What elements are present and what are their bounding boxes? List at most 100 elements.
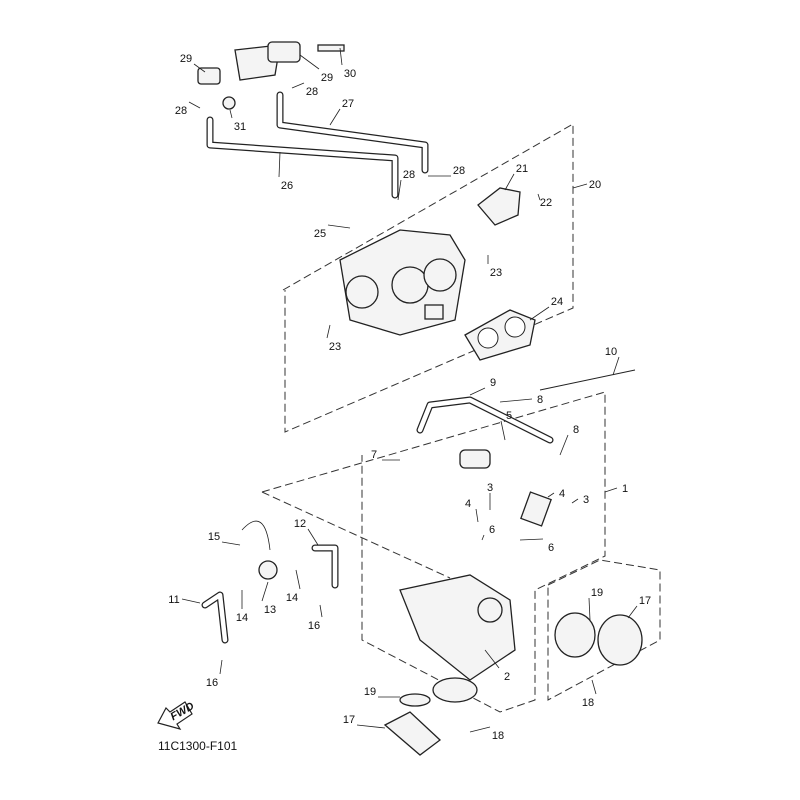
leader-line: [261, 581, 269, 602]
callout-number: 5: [506, 410, 512, 422]
callout-number: 21: [516, 163, 528, 175]
callout-number: 13: [264, 604, 276, 616]
callout-6a: 6: [481, 524, 495, 541]
callout-number: 16: [308, 620, 320, 632]
callout-number: 26: [281, 180, 293, 192]
callout-29b: 29: [299, 54, 333, 84]
group-1-leader: [261, 491, 451, 579]
clamp-19-lower: [399, 693, 431, 707]
callout-19a: 19: [588, 587, 603, 621]
leader-line: [484, 649, 500, 669]
callout-number: 1: [622, 483, 628, 495]
callout-number: 4: [559, 488, 565, 500]
callout-number: 8: [537, 394, 543, 406]
callout-30: 30: [339, 47, 356, 80]
group-20-outline: [282, 123, 574, 433]
leader-line: [278, 151, 281, 178]
callout-1: 1: [604, 483, 628, 495]
leader-line: [591, 679, 597, 695]
callout-number: 17: [639, 595, 651, 607]
callout-13: 13: [261, 581, 276, 616]
callout-number: 14: [236, 612, 248, 624]
leader-line: [295, 569, 301, 590]
callout-28c: 28: [397, 169, 415, 201]
leader-line: [537, 193, 541, 201]
callout-17b: 17: [343, 714, 386, 729]
callout-23a: 23: [487, 255, 502, 279]
callout-20: 20: [572, 179, 601, 191]
callout-8a: 8: [499, 394, 543, 406]
callout-16a: 16: [308, 604, 323, 632]
callout-number: 2: [504, 671, 510, 683]
hose-27: [276, 91, 429, 174]
throttle-body: [339, 229, 466, 336]
callout-31: 31: [229, 109, 246, 133]
callout-6b: 6: [519, 538, 554, 554]
leader-line: [588, 597, 591, 621]
leader-line: [469, 387, 486, 396]
joint-17-lower: [383, 711, 442, 756]
callout-number: 17: [343, 714, 355, 726]
leader-line: [181, 598, 201, 604]
callout-number: 31: [234, 121, 246, 133]
leader-line: [627, 605, 638, 619]
callout-28b: 28: [175, 101, 201, 117]
callout-number: 16: [206, 677, 218, 689]
callout-8b: 8: [559, 424, 579, 456]
callout-24: 24: [529, 296, 563, 321]
leader-line: [559, 434, 569, 456]
callout-number: 6: [548, 542, 554, 554]
hose-12: [311, 544, 339, 589]
callout-22: 22: [537, 193, 552, 209]
callout-27: 27: [329, 98, 354, 126]
callout-16b: 16: [206, 659, 223, 689]
callout-number: 19: [364, 686, 376, 698]
callout-number: 22: [540, 197, 552, 209]
leader-line: [329, 108, 341, 126]
callout-10: 10: [605, 346, 620, 376]
hose-26: [206, 116, 399, 199]
leader-line: [291, 82, 305, 89]
leader-line: [397, 179, 402, 201]
leader-line: [571, 498, 579, 504]
sensor-bracket-assembly: [197, 41, 345, 110]
callout-19b: 19: [364, 686, 400, 698]
callout-number: 30: [344, 68, 356, 80]
callout-number: 19: [591, 587, 603, 599]
leader-line: [612, 356, 620, 376]
leader-line: [219, 659, 223, 675]
callout-number: 8: [573, 424, 579, 436]
callout-number: 24: [551, 296, 563, 308]
leader-line: [604, 487, 618, 493]
callout-number: 15: [208, 531, 220, 543]
callout-number: 6: [489, 524, 495, 536]
wire-15: [241, 520, 271, 551]
callout-number: 9: [490, 377, 496, 389]
callout-26: 26: [278, 151, 293, 192]
callout-number: 10: [605, 346, 617, 358]
callout-number: 3: [583, 494, 589, 506]
callout-2: 2: [484, 649, 510, 683]
callout-number: 3: [487, 482, 493, 494]
fitting-13: [258, 560, 278, 580]
callout-number: 14: [286, 592, 298, 604]
callout-number: 11: [168, 594, 179, 606]
gasket-24: [464, 309, 536, 361]
fwd-arrow-icon: FWD: [157, 700, 196, 730]
leader-line: [299, 54, 320, 70]
callout-28d: 28: [428, 165, 465, 177]
callout-number: 28: [175, 105, 187, 117]
callout-25: 25: [314, 224, 351, 240]
callout-number: 23: [329, 341, 341, 353]
callout-14b: 14: [286, 569, 301, 604]
callout-number: 4: [465, 498, 471, 510]
callout-number: 25: [314, 228, 326, 240]
callout-21: 21: [504, 163, 528, 191]
callout-14a: 14: [236, 590, 248, 624]
callout-number: 18: [582, 697, 594, 709]
hose-11: [201, 591, 229, 644]
callout-number: 23: [490, 267, 502, 279]
